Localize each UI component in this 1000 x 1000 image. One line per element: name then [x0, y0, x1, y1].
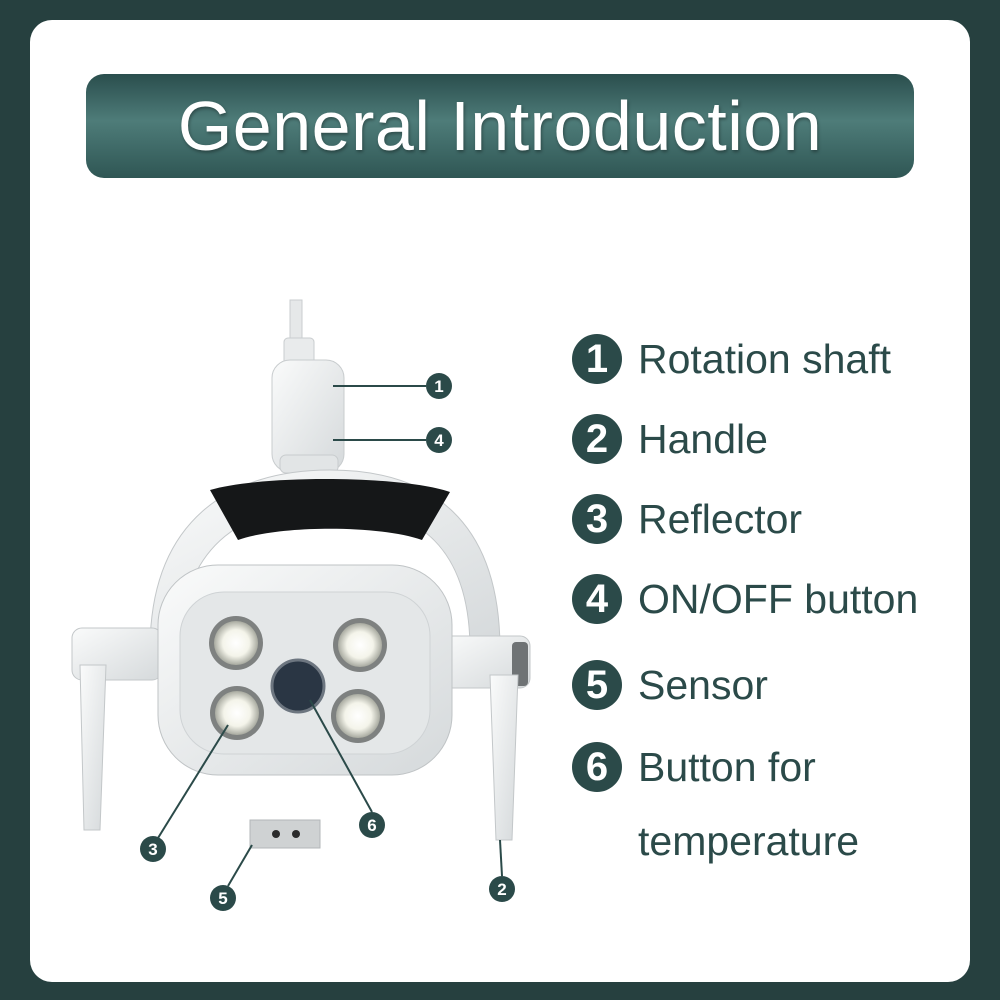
temperature-button[interactable]: [270, 658, 326, 714]
page-title: General Introduction: [177, 87, 823, 165]
lamp-yoke: [149, 469, 501, 651]
legend-label: Rotation shaft: [638, 335, 891, 382]
legend-number: 2: [572, 414, 622, 464]
reflector-leds: [209, 616, 387, 743]
legend-item-temperature-button: 6 Button for: [572, 742, 816, 792]
legend-item-reflector: 3 Reflector: [572, 494, 802, 544]
rotation-shaft: [271, 299, 345, 474]
legend-number: 6: [572, 742, 622, 792]
title-banner: General Introduction: [86, 74, 914, 178]
callout-badge-6: [359, 812, 385, 838]
callout-badge-4: [426, 427, 452, 453]
legend-number: 5: [572, 660, 622, 710]
legend-label-continuation: temperature: [638, 818, 860, 864]
callout-number-3: 3: [148, 840, 157, 859]
callout-number-2: 2: [497, 880, 506, 899]
side-handles: [71, 627, 531, 841]
callout-lines: [157, 385, 503, 887]
callout-number-6: 6: [367, 816, 376, 835]
legend-label: Reflector: [638, 495, 803, 542]
legend-label: Button for: [638, 743, 816, 790]
legend-item-rotation-shaft: 1 Rotation shaft: [572, 334, 891, 384]
legend-label: ON/OFF button: [638, 575, 919, 622]
callout-number-5: 5: [218, 889, 227, 908]
callout-number-4: 4: [434, 431, 444, 450]
legend-number: 4: [572, 574, 622, 624]
legend-item-sensor: 5 Sensor: [572, 660, 768, 710]
legend-item-on-off-button: 4 ON/OFF button: [572, 574, 918, 624]
legend-number: 3: [572, 494, 622, 544]
legend-item-handle: 2 Handle: [572, 414, 768, 464]
legend-number: 1: [572, 334, 622, 384]
callout-badge-5: [210, 885, 236, 911]
callout-badges: 1 4 3 6 5 2: [140, 373, 515, 911]
callout-number-1: 1: [434, 377, 443, 396]
sensor-module: [249, 819, 321, 849]
callout-badge-3: [140, 836, 166, 862]
legend-label: Sensor: [638, 661, 768, 708]
callout-badge-2: [489, 876, 515, 902]
callout-badge-1: [426, 373, 452, 399]
legend-label: Handle: [638, 415, 768, 462]
